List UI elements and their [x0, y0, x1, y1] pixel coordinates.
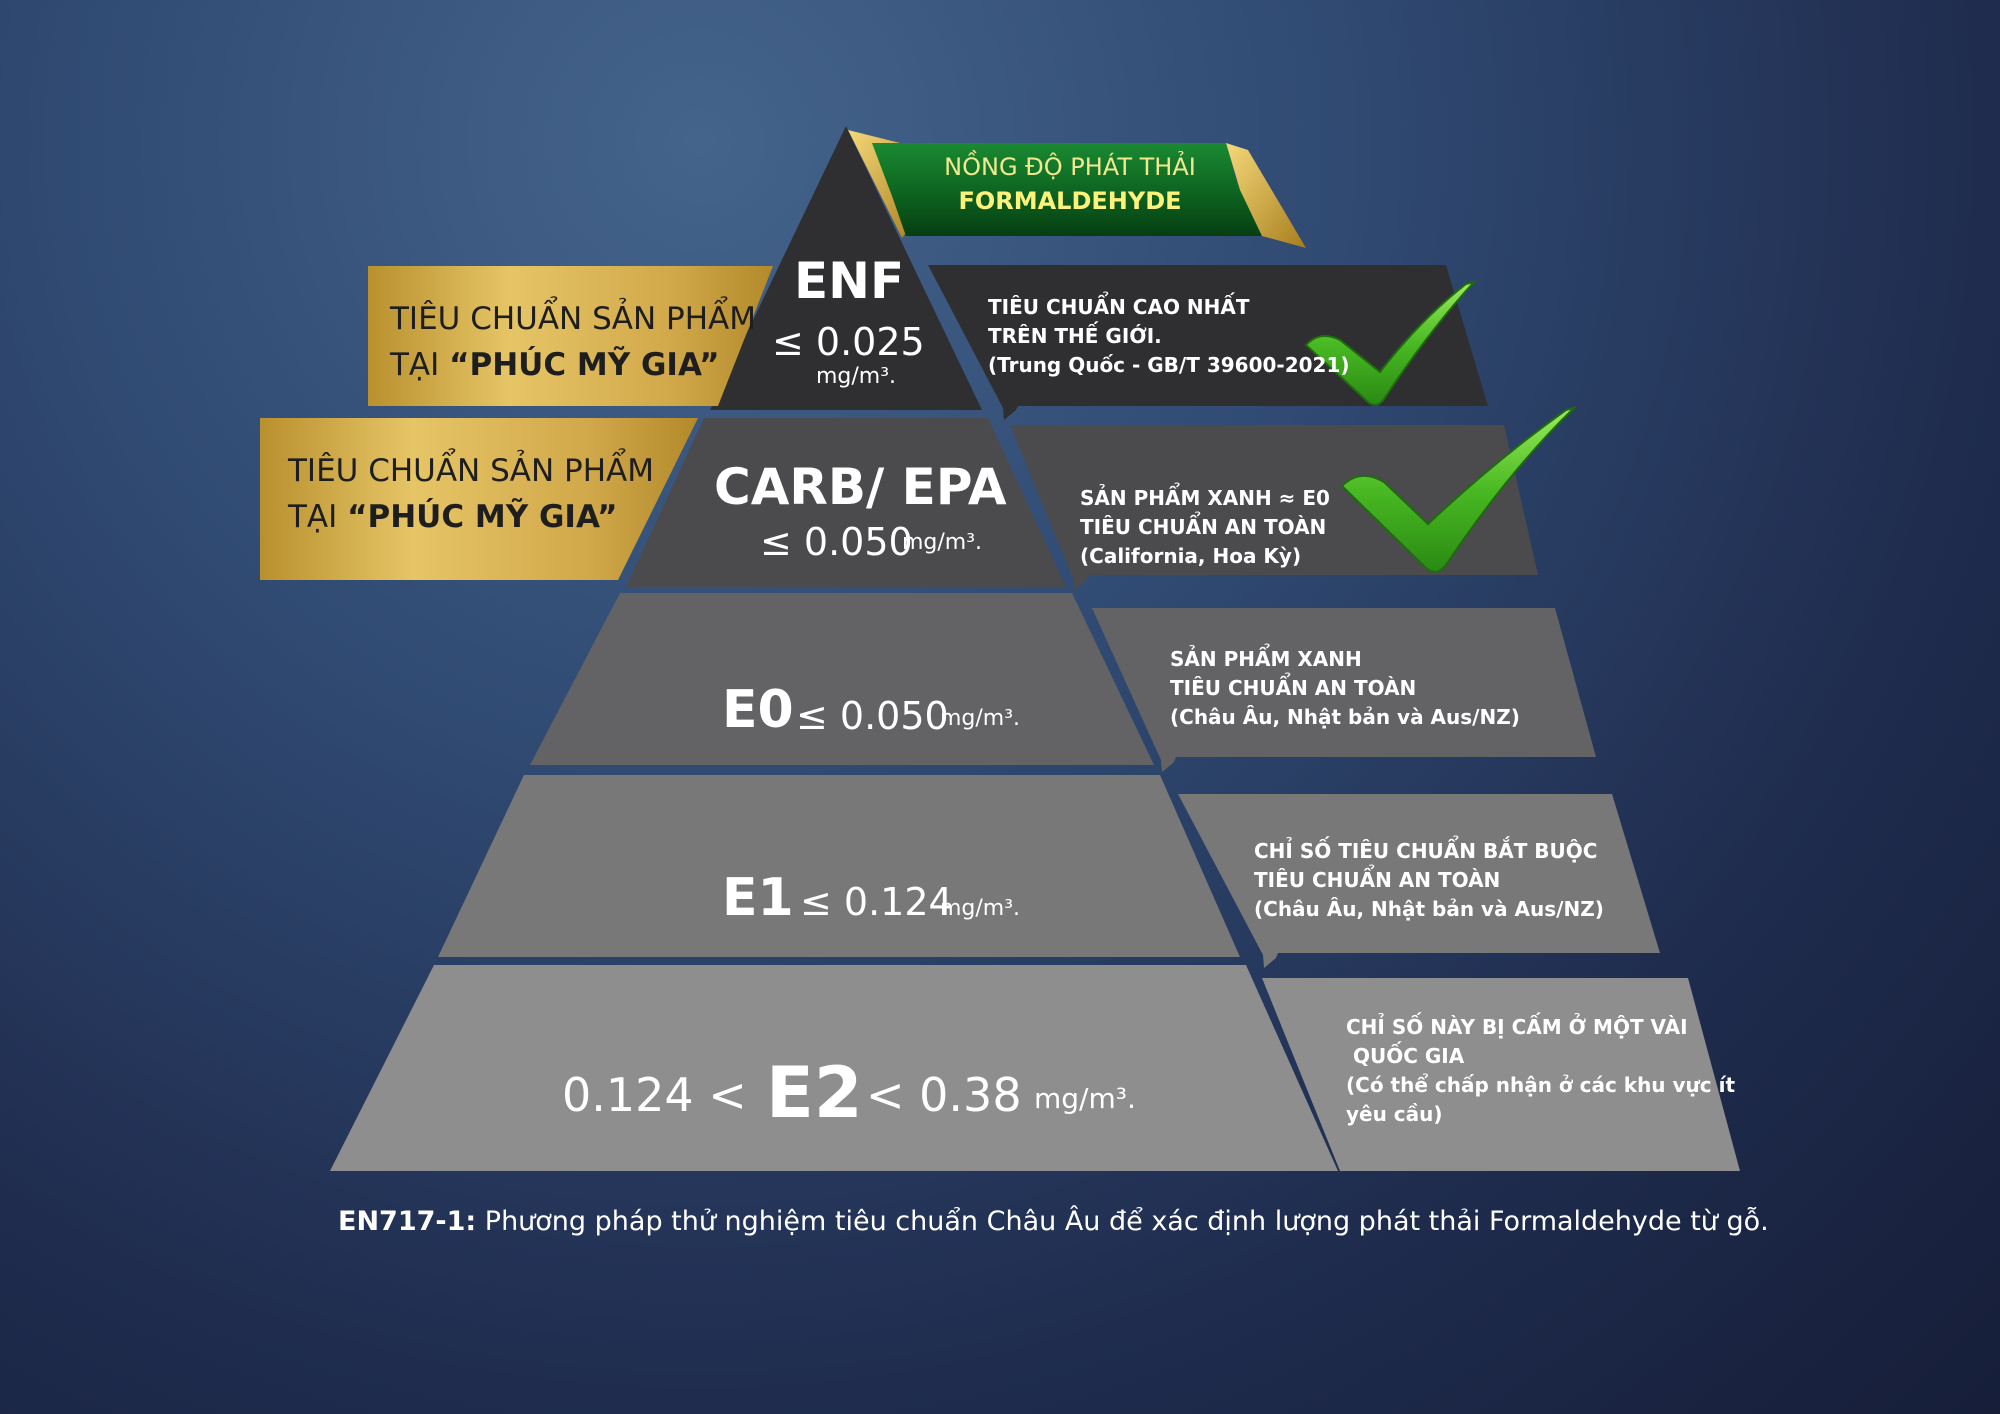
description-2-line-3: (California, Hoa Kỳ)	[1080, 544, 1302, 568]
pyramid-tier-e2	[330, 965, 1338, 1171]
pyramid-tier-e0	[530, 593, 1154, 765]
grade-e1: E1	[722, 868, 794, 928]
description-1-line-1: TIÊU CHUẨN CAO NHẤT	[988, 295, 1250, 319]
banner-curl-right	[1226, 143, 1306, 248]
description-1-line-3: (Trung Quốc - GB/T 39600-2021)	[988, 353, 1350, 377]
description-4-line-1: CHỈ SỐ TIÊU CHUẨN BẮT BUỘC	[1254, 839, 1598, 863]
gold-label-1-brand: “PHÚC MỸ GIA”	[449, 347, 720, 383]
description-1: TIÊU CHUẨN CAO NHẤT TRÊN THẾ GIỚI. (Trun…	[988, 293, 1350, 380]
unit-e0: mg/m³.	[940, 706, 1021, 731]
unit-e2: mg/m³.	[1034, 1082, 1136, 1115]
description-5-line-3: (Có thể chấp nhận ở các khu vực ít	[1346, 1073, 1736, 1097]
value-e1: ≤ 0.124	[800, 880, 953, 924]
value-enf: ≤ 0.025	[772, 320, 925, 364]
grade-enf: ENF	[794, 252, 905, 310]
check-icon-1	[1304, 280, 1477, 406]
value-e0: ≤ 0.050	[796, 694, 949, 738]
desc-panel-3	[1092, 608, 1596, 772]
description-4-line-3: (Châu Âu, Nhật bản và Aus/NZ)	[1254, 897, 1604, 921]
gold-label-1-prefix: TẠI	[390, 347, 450, 383]
banner-line-2: FORMALDEHYDE	[958, 187, 1182, 215]
grade-carb-epa: CARB/ EPA	[714, 458, 1007, 516]
pyramid-tier-enf	[710, 126, 982, 410]
description-4-line-2: TIÊU CHUẨN AN TOÀN	[1254, 868, 1501, 892]
description-1-line-2: TRÊN THẾ GIỚI.	[988, 324, 1162, 348]
grade-e0: E0	[722, 680, 794, 740]
footer-text: Phương pháp thử nghiệm tiêu chuẩn Châu Â…	[476, 1206, 1769, 1237]
description-5-line-2: QUỐC GIA	[1346, 1044, 1465, 1068]
gold-label-2: TIÊU CHUẨN SẢN PHẨM TẠI “PHÚC MỸ GIA”	[288, 448, 654, 540]
description-5-line-4: yêu cầu)	[1346, 1102, 1443, 1126]
value-e2-upper: < 0.38	[866, 1068, 1022, 1122]
gold-label-1-shape	[368, 266, 773, 406]
description-5: CHỈ SỐ NÀY BỊ CẤM Ở MỘT VÀI QUỐC GIA (Có…	[1346, 1013, 1735, 1129]
description-2-line-2: TIÊU CHUẨN AN TOÀN	[1080, 515, 1327, 539]
unit-e1: mg/m³.	[940, 896, 1021, 921]
banner-ribbon	[872, 143, 1262, 236]
description-3-line-2: TIÊU CHUẨN AN TOÀN	[1170, 676, 1417, 700]
gold-label-1-line-2: TẠI “PHÚC MỸ GIA”	[390, 342, 756, 388]
gold-label-2-brand: “PHÚC MỸ GIA”	[347, 499, 618, 535]
desc-panel-5	[1262, 978, 1740, 1171]
gold-label-2-line-1: TIÊU CHUẨN SẢN PHẨM	[288, 453, 654, 489]
desc-panel-4	[1178, 794, 1660, 968]
footer-standard-code: EN717-1:	[338, 1206, 477, 1237]
banner-title: NỒNG ĐỘ PHÁT THẢI FORMALDEHYDE	[905, 150, 1235, 218]
value-e2-lower: 0.124 <	[562, 1068, 747, 1122]
description-3: SẢN PHẨM XANH TIÊU CHUẨN AN TOÀN (Châu Â…	[1170, 645, 1520, 732]
pyramid-tier-e1	[438, 775, 1240, 957]
description-5-line-1: CHỈ SỐ NÀY BỊ CẤM Ở MỘT VÀI	[1346, 1015, 1688, 1039]
gold-label-2-line-2: TẠI “PHÚC MỸ GIA”	[288, 494, 654, 540]
description-3-line-3: (Châu Âu, Nhật bản và Aus/NZ)	[1170, 705, 1520, 729]
description-4: CHỈ SỐ TIÊU CHUẨN BẮT BUỘC TIÊU CHUẨN AN…	[1254, 837, 1604, 924]
gold-label-2-prefix: TẠI	[288, 499, 348, 535]
pyramid-tier-carb-epa	[626, 418, 1066, 587]
unit-carb-epa: mg/m³.	[902, 530, 983, 555]
gold-label-2-shape	[260, 418, 698, 580]
description-2: SẢN PHẨM XANH ≈ E0 TIÊU CHUẨN AN TOÀN (C…	[1080, 484, 1330, 571]
description-2-line-1: SẢN PHẨM XANH ≈ E0	[1080, 486, 1330, 510]
check-icon-2	[1340, 406, 1578, 573]
value-carb-epa: ≤ 0.050	[760, 520, 913, 564]
description-3-line-1: SẢN PHẨM XANH	[1170, 647, 1362, 671]
gold-label-1: TIÊU CHUẨN SẢN PHẨM TẠI “PHÚC MỸ GIA”	[390, 296, 756, 388]
footer-note: EN717-1: Phương pháp thử nghiệm tiêu chu…	[338, 1206, 1769, 1237]
gold-label-1-line-1: TIÊU CHUẨN SẢN PHẨM	[390, 301, 756, 337]
unit-enf: mg/m³.	[816, 364, 897, 389]
banner-line-1: NỒNG ĐỘ PHÁT THẢI	[944, 153, 1196, 181]
grade-e2: E2	[766, 1052, 863, 1134]
